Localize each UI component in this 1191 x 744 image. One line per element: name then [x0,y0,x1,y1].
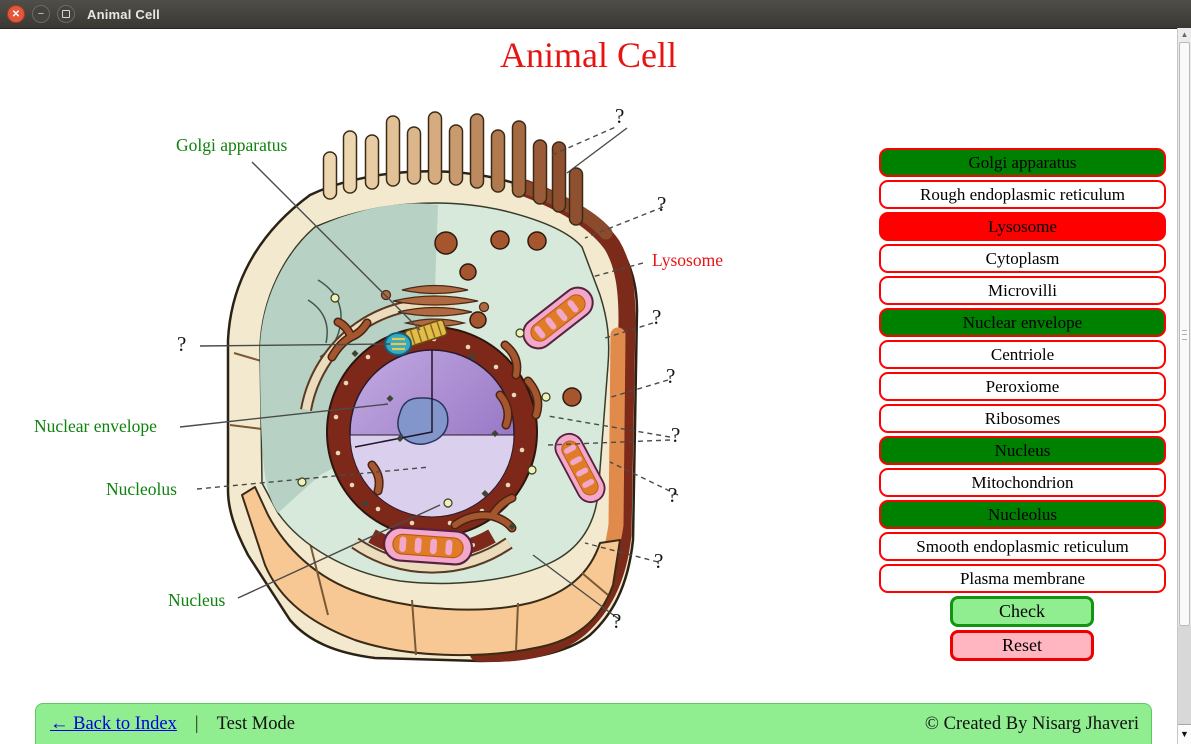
question-mark-slot-9[interactable]: ? [177,332,187,356]
reset-button[interactable]: Reset [950,630,1094,661]
placed-label-nuclear-envelope[interactable]: Nuclear envelope [34,416,157,436]
scrollbar-thumb[interactable] [1179,42,1190,626]
nucleus [326,326,538,538]
placed-label-nucleus[interactable]: Nucleus [168,590,226,610]
question-mark-slot-5[interactable]: ? [671,423,681,447]
question-mark-slot-1[interactable]: ? [615,104,625,128]
mode-label: Test Mode [216,713,295,734]
placed-label-nucleolus[interactable]: Nucleolus [106,479,177,499]
cut-section-band [241,486,621,657]
microvilli [322,111,584,226]
golgi-apparatus [380,284,490,328]
answer-button-mitochondrion[interactable]: Mitochondrion [879,468,1166,497]
question-mark-slot-8[interactable]: ? [612,609,622,633]
vertical-scrollbar: ▲ ▼ [1177,28,1191,744]
answer-button-peroxiome[interactable]: Peroxiome [879,372,1166,401]
footer-bar: ← Back to Index | Test Mode © Created By… [35,703,1152,744]
mitochondria [382,286,606,566]
placed-label-lysosome[interactable]: Lysosome [652,250,723,270]
answer-button-golgi-apparatus[interactable]: Golgi apparatus [879,148,1166,177]
check-button[interactable]: Check [950,596,1094,627]
question-mark-slot-3[interactable]: ? [652,305,662,329]
answer-button-centriole[interactable]: Centriole [879,340,1166,369]
window-titlebar: ✕ − Animal Cell [0,0,1191,29]
answer-button-lysosome[interactable]: Lysosome [879,212,1166,241]
centriole-organelle [384,319,448,356]
window-maximize-icon[interactable] [57,5,75,23]
answer-button-nucleolus[interactable]: Nucleolus [879,500,1166,529]
page-title: Animal Cell [500,35,677,75]
vesicles [434,230,582,407]
question-mark-slot-7[interactable]: ? [654,549,664,573]
question-mark-slot-6[interactable]: ? [668,483,678,507]
leader-lines [179,125,679,621]
credit-label: © Created By Nisarg Jhaveri [924,713,1139,734]
back-to-index-link[interactable]: ← Back to Index [50,713,177,734]
answer-button-smooth-er[interactable]: Smooth endoplasmic reticulum [879,532,1166,561]
window-minimize-icon[interactable]: − [32,5,50,23]
answer-button-ribosomes[interactable]: Ribosomes [879,404,1166,433]
question-mark-slot-4[interactable]: ? [666,364,676,388]
question-mark-slot-2[interactable]: ? [657,192,667,216]
placed-label-golgi-apparatus[interactable]: Golgi apparatus [176,135,288,155]
cut-section-dividers [229,352,609,656]
scrollbar-track[interactable] [1178,626,1191,725]
answer-bank: Golgi apparatus Rough endoplasmic reticu… [879,148,1166,596]
footer-separator: | [194,713,199,734]
cytoplasm-cut-face [260,203,438,513]
answer-button-rough-er[interactable]: Rough endoplasmic reticulum [879,180,1166,209]
answer-button-plasma-membrane[interactable]: Plasma membrane [879,564,1166,593]
answer-button-cytoplasm[interactable]: Cytoplasm [879,244,1166,273]
answer-button-nucleus[interactable]: Nucleus [879,436,1166,465]
answer-button-nuclear-envelope[interactable]: Nuclear envelope [879,308,1166,337]
animal-cell-illustration [179,111,679,663]
scrollbar-grip [1182,330,1187,340]
window-close-icon[interactable]: ✕ [7,5,25,23]
peroxisomes [297,293,551,508]
scrollbar-down-icon[interactable]: ▼ [1178,724,1191,744]
scrollbar-up-icon[interactable]: ▲ [1180,30,1189,39]
answer-button-microvilli[interactable]: Microvilli [879,276,1166,305]
window-title: Animal Cell [87,6,160,22]
